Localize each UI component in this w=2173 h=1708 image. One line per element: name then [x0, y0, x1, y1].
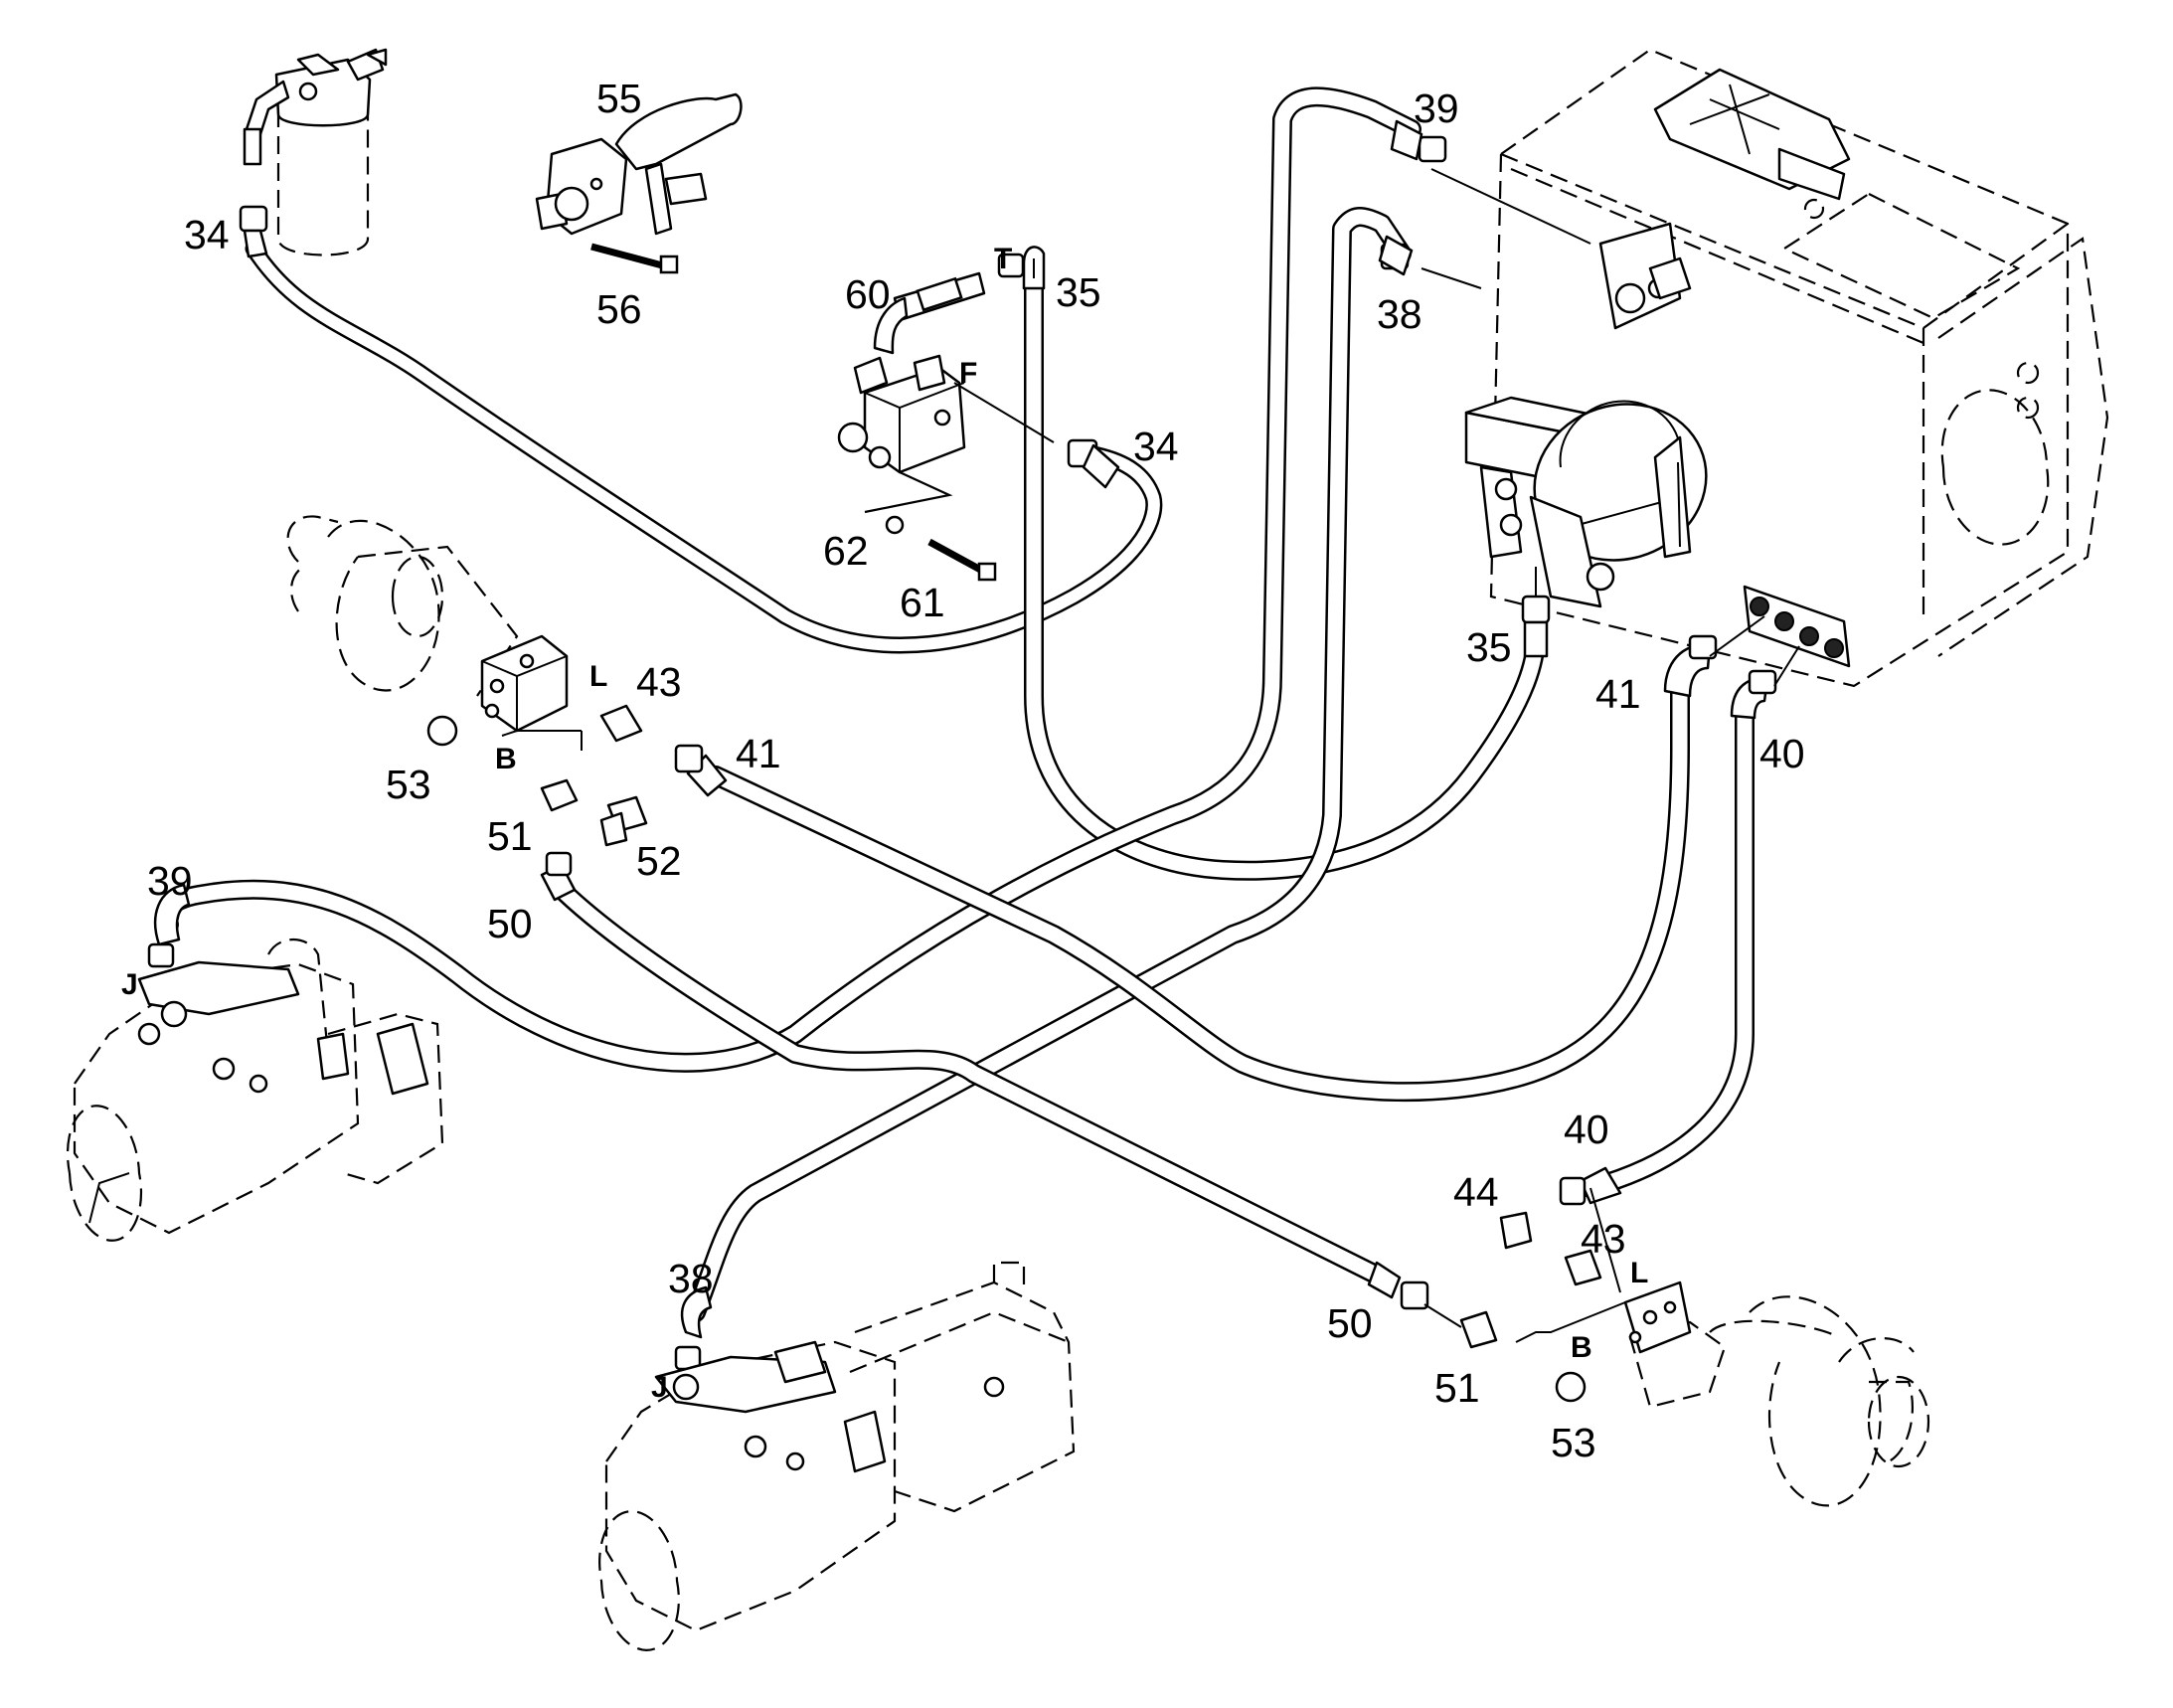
callout-38: 38 [1377, 291, 1422, 337]
callout-41: 41 [736, 731, 781, 776]
callout-60: 60 [845, 271, 891, 317]
hoses [155, 86, 1755, 1322]
callout-numbers: 34 55 56 60 35 34 62 61 39 38 35 41 40 4… [147, 76, 1805, 1465]
callout-51: 51 [1434, 1365, 1480, 1411]
left-pump [66, 939, 444, 1242]
left-motor-fittings [426, 704, 648, 847]
callout-40: 40 [1759, 731, 1805, 776]
callout-52: 52 [636, 838, 682, 884]
callout-34: 34 [184, 212, 230, 257]
return-filter [243, 48, 388, 256]
valve-block-60 [837, 271, 997, 582]
bottom-pump [598, 1261, 1076, 1651]
callout-61: 61 [900, 580, 945, 625]
port-label-B: B [495, 743, 517, 775]
leader-lines [953, 168, 1800, 1328]
callout-39: 39 [1414, 85, 1459, 131]
charge-pump [1464, 396, 1708, 608]
valve-55 [535, 92, 743, 274]
callout-50: 50 [1327, 1300, 1373, 1346]
callout-41: 41 [1595, 671, 1641, 717]
tank-valve-block [1598, 222, 1692, 330]
callout-39: 39 [147, 858, 193, 904]
callout-35: 35 [1466, 624, 1512, 670]
callout-53: 53 [386, 762, 431, 807]
callout-62: 62 [823, 528, 869, 574]
callout-53: 53 [1551, 1420, 1596, 1465]
callout-44: 44 [1453, 1169, 1499, 1215]
callout-51: 51 [487, 813, 533, 859]
port-label-L: L [589, 660, 607, 693]
port-label-T: T [994, 243, 1012, 275]
callout-43: 43 [1581, 1216, 1626, 1262]
callout-34: 34 [1133, 424, 1179, 469]
port-label-B: B [1571, 1331, 1592, 1364]
callout-40: 40 [1564, 1107, 1609, 1152]
callout-43: 43 [636, 659, 682, 705]
callout-35: 35 [1056, 269, 1101, 315]
port-label-J: J [121, 968, 138, 1001]
hydraulic-tank [1489, 48, 2109, 688]
right-travel-motor [1623, 1281, 1930, 1507]
port-label-L: L [1630, 1257, 1648, 1289]
hose-fittings [147, 119, 1777, 1371]
left-travel-motor [286, 515, 583, 751]
callout-50: 50 [487, 901, 533, 946]
right-motor-fittings [1459, 1211, 1626, 1403]
port-label-J: J [651, 1371, 668, 1404]
callout-38: 38 [668, 1256, 714, 1301]
callout-56: 56 [596, 286, 642, 332]
callout-55: 55 [596, 76, 642, 121]
port-labels: T F L B J J L B [121, 243, 1648, 1404]
tank-port-manifold [1743, 585, 1851, 668]
port-label-F: F [959, 357, 977, 390]
